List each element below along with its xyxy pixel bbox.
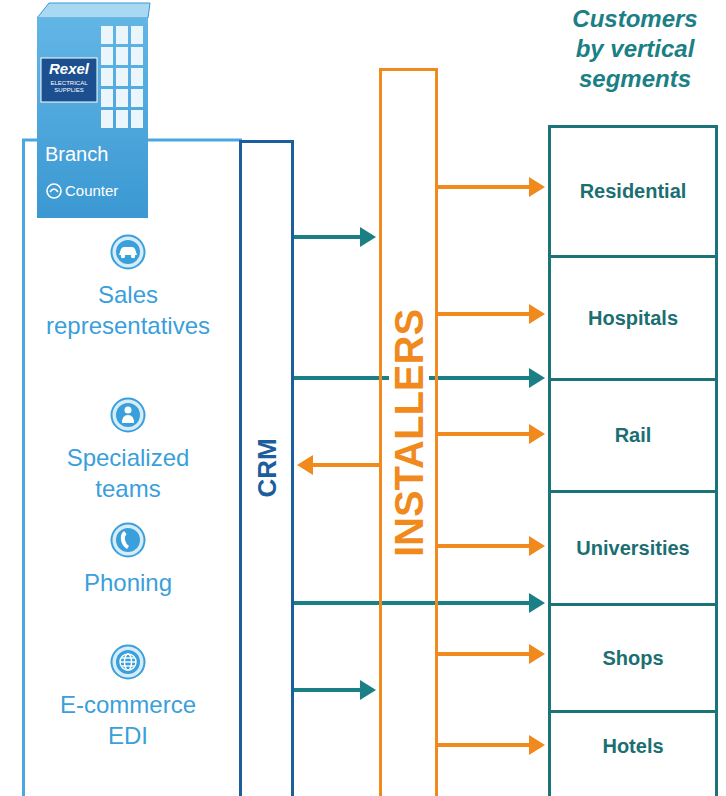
- segment-box: Hotels: [548, 710, 718, 796]
- channel-item: Sales representatives: [40, 234, 216, 346]
- segment-label: Universities: [576, 537, 689, 560]
- arrow-line: [311, 463, 379, 467]
- segment-box: Residential: [548, 125, 718, 258]
- arrow-line: [294, 235, 362, 239]
- segment-label: Hospitals: [588, 307, 678, 330]
- channel-icon: [40, 644, 216, 680]
- channel-item: Phoning: [40, 522, 216, 612]
- channel-label: E-commerce EDI: [40, 689, 216, 751]
- flow-arrow: [438, 735, 545, 755]
- channel-label: Specialized teams: [40, 442, 216, 504]
- flow-arrow: [294, 680, 376, 700]
- arrow-line: [294, 688, 362, 692]
- arrow-head: [360, 680, 376, 700]
- arrow-line: [438, 312, 531, 316]
- flow-arrow: [438, 644, 545, 664]
- flow-arrow: [297, 455, 379, 475]
- channel-icon-svg: [110, 397, 146, 433]
- arrow-line: [294, 601, 531, 605]
- segment-label: Hotels: [602, 735, 663, 758]
- channel-icon-svg: [110, 522, 146, 558]
- panel-outline: [24, 140, 241, 796]
- arrow-line: [438, 432, 531, 436]
- segment-label: Rail: [615, 424, 652, 447]
- crm-label: CRM: [254, 434, 280, 501]
- flow-arrow: [294, 593, 545, 613]
- channel-icon: [40, 234, 216, 270]
- channel-item: Specialized teams: [40, 397, 216, 504]
- channel-icon: [40, 522, 216, 558]
- logo-subtext: ELECTRICAL SUPPLIES: [43, 80, 95, 94]
- logo-text: Rexel: [43, 60, 95, 77]
- flow-arrow: [294, 227, 376, 247]
- arrow-head: [529, 593, 545, 613]
- arrow-head: [529, 304, 545, 324]
- segment-label: Residential: [580, 180, 687, 203]
- segment-box: Universities: [548, 490, 718, 606]
- column-heading: Customers by vertical segments: [560, 4, 710, 94]
- channel-label: Phoning: [40, 567, 216, 598]
- segment-box: Hospitals: [548, 255, 718, 381]
- installers-column: INSTALLERS: [379, 68, 438, 796]
- channel-label: Sales representatives: [40, 279, 216, 341]
- segments-column: Customers by vertical segmentsResidentia…: [548, 0, 722, 796]
- branch-label: Branch: [45, 143, 145, 166]
- arrow-head: [360, 227, 376, 247]
- arrow-line: [438, 185, 531, 189]
- arrow-line: [438, 652, 531, 656]
- segment-label: Shops: [602, 647, 663, 670]
- channel-icon-svg: [110, 234, 146, 270]
- branch-building: RexelELECTRICAL SUPPLIES BranchCounter: [37, 0, 152, 220]
- crm-column: CRM: [239, 140, 294, 796]
- arrow-head: [529, 424, 545, 444]
- segment-box: Shops: [548, 603, 718, 713]
- flow-arrow: [438, 424, 545, 444]
- arrow-line: [438, 743, 531, 747]
- channel-item: E-commerce EDI: [40, 644, 216, 764]
- arrow-line: [438, 544, 531, 548]
- arrow-head: [529, 536, 545, 556]
- arrow-head: [529, 644, 545, 664]
- arrow-head: [529, 177, 545, 197]
- arrow-head: [529, 735, 545, 755]
- arrow-head: [297, 455, 313, 475]
- counter-label: Counter: [65, 182, 145, 199]
- installers-label: INSTALLERS: [389, 305, 429, 561]
- flow-arrow: [438, 177, 545, 197]
- flow-arrow: [438, 304, 545, 324]
- channel-icon-svg: [110, 644, 146, 680]
- segment-box: Rail: [548, 378, 718, 493]
- channel-icon: [40, 397, 216, 433]
- arrow-head: [529, 368, 545, 388]
- flow-arrow: [438, 536, 545, 556]
